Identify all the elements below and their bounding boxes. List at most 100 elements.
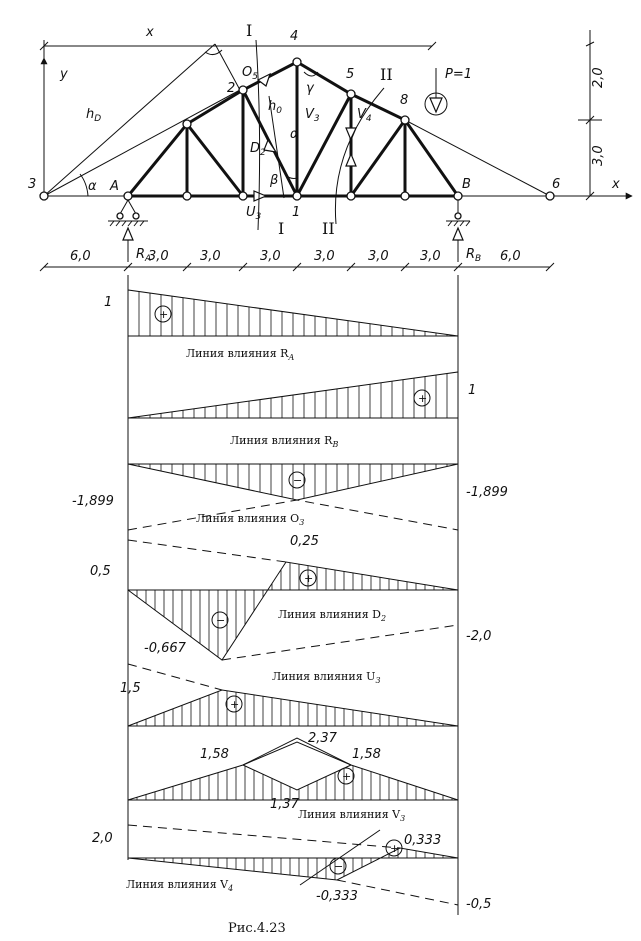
hd-label: hD (86, 107, 101, 124)
il-D2: 0,5 0,25 -0,667 -2,0 + − Линия влияния D… (90, 534, 491, 661)
il-RA-value: 1 (104, 295, 112, 310)
section-I-bottom: I (278, 219, 284, 238)
section-I-top: I (246, 21, 252, 40)
il-V3-value-left: 1,58 (200, 747, 229, 762)
svg-text:−: − (293, 474, 302, 487)
bdim-5: 3,0 (368, 249, 389, 264)
svg-text:+: + (342, 770, 351, 783)
il-D2-value-05: 0,5 (90, 564, 111, 579)
section-I (255, 39, 261, 231)
d2-arrow (263, 138, 278, 153)
node-4: 4 (290, 29, 298, 44)
node-5: 5 (346, 67, 354, 82)
dim-x-label: x (145, 25, 154, 40)
y-axis-label: y (59, 67, 68, 82)
il-D2-sign-minus (211, 611, 229, 629)
il-V4-value-neg0333: -0,333 (316, 889, 358, 904)
il-V4-caption: Линия влияния V4 (126, 878, 233, 893)
bdim-7: 6,0 (500, 249, 521, 264)
node-6: 6 (552, 177, 560, 192)
node-8: 8 (400, 93, 408, 108)
section-II-top: II (380, 65, 393, 84)
il-RB-value: 1 (468, 383, 476, 398)
il-RB: 1 + Линия влияния RB (127, 371, 476, 449)
il-V4-sign-plus (385, 839, 403, 857)
il-D2-value-0667: -0,667 (144, 641, 187, 656)
bdim-6: 3,0 (420, 249, 441, 264)
il-V3-value-right: 1,58 (352, 747, 381, 762)
svg-text:−: − (334, 860, 343, 873)
line-8-6 (404, 119, 551, 197)
il-O3-value-left: -1,899 (72, 494, 114, 509)
il-U3-sign (225, 695, 243, 713)
bdim-2: 3,0 (200, 249, 221, 264)
il-U3-caption: Линия влияния U3 (272, 670, 381, 685)
node-A: A (109, 179, 119, 194)
beta-arc (284, 173, 298, 179)
alpha-label: α (88, 179, 97, 194)
il-V3-value-bottom: 1,37 (270, 797, 300, 812)
il-D2-caption: Линия влияния D2 (278, 608, 386, 623)
right-dim-2: 2,0 (591, 67, 606, 88)
label-d2: D2 (250, 141, 266, 158)
bdim-3: 3,0 (260, 249, 281, 264)
hd-ray (43, 43, 216, 197)
section-II-bottom: II (322, 219, 335, 238)
gamma-label: γ (306, 81, 315, 96)
il-V4-value-20: 2,0 (92, 831, 113, 846)
support-A (108, 199, 148, 227)
il-V3: 1,58 2,37 1,58 1,37 + Линия влияния V3 (127, 731, 459, 823)
il-V4-value-0333: 0,333 (404, 833, 441, 848)
u3-arrow (253, 190, 268, 202)
x-axis-label: x (611, 177, 620, 192)
node-1: 1 (292, 205, 300, 220)
label-o5: O5 (242, 65, 258, 82)
node-3: 3 (28, 177, 36, 192)
figure-caption: Рис.4.23 (228, 921, 286, 936)
il-O3: -1,899 -1,899 − Линия влияния O3 (72, 463, 508, 531)
il-RB-sign (413, 389, 431, 407)
beta-label: β (269, 173, 278, 188)
svg-text:+: + (304, 572, 313, 585)
svg-text:−: − (216, 614, 225, 627)
il-RA-sign (154, 305, 172, 323)
right-dim-3: 3,0 (591, 145, 606, 166)
il-D2-value-20: -2,0 (466, 629, 491, 644)
alpha-arc (79, 173, 89, 197)
truss-nodes (39, 57, 555, 201)
svg-text:+: + (230, 698, 239, 711)
bdim-1: 3,0 (148, 249, 169, 264)
gamma-arc (303, 71, 319, 77)
bottom-dim-ticks (39, 262, 555, 272)
node-2: 2 (227, 81, 235, 96)
il-V3-value-top: 2,37 (308, 731, 338, 746)
v4-arrow-bottom (345, 152, 357, 167)
bdim-4: 3,0 (314, 249, 335, 264)
support-B (446, 200, 471, 227)
il-O3-value-right: -1,899 (466, 485, 508, 500)
o5-arrow (256, 72, 272, 87)
il-D2-value-025: 0,25 (290, 534, 319, 549)
label-v4: V4 (357, 107, 372, 124)
il-O3-sign (288, 471, 306, 489)
bdim-0: 6,0 (70, 249, 91, 264)
section-II (334, 87, 385, 225)
svg-text:+: + (390, 842, 399, 855)
alpha2-label: α (290, 127, 299, 142)
il-RA: 1 + Линия влияния RA (104, 289, 459, 362)
il-U3-value: 1,5 (120, 681, 141, 696)
il-V4-sign-minus (329, 857, 347, 875)
il-O3-caption: Линия влияния O3 (196, 512, 304, 527)
il-V3-caption: Линия влияния V3 (298, 808, 405, 823)
il-V4-value-neg05: -0,5 (466, 897, 491, 912)
node-B: B (462, 177, 471, 192)
label-v3: V3 (305, 107, 320, 124)
il-V3-sign (337, 767, 355, 785)
il-D2-sign-plus (299, 569, 317, 587)
il-U3: 1,5 + Линия влияния U3 (120, 663, 459, 727)
reaction-RA: RA (136, 247, 151, 264)
svg-text:+: + (418, 392, 427, 405)
il-V4: 2,0 0,333 -0,333 -0,5 + − Линия влияния … (92, 824, 491, 912)
il-RA-caption: Линия влияния RA (186, 347, 294, 362)
